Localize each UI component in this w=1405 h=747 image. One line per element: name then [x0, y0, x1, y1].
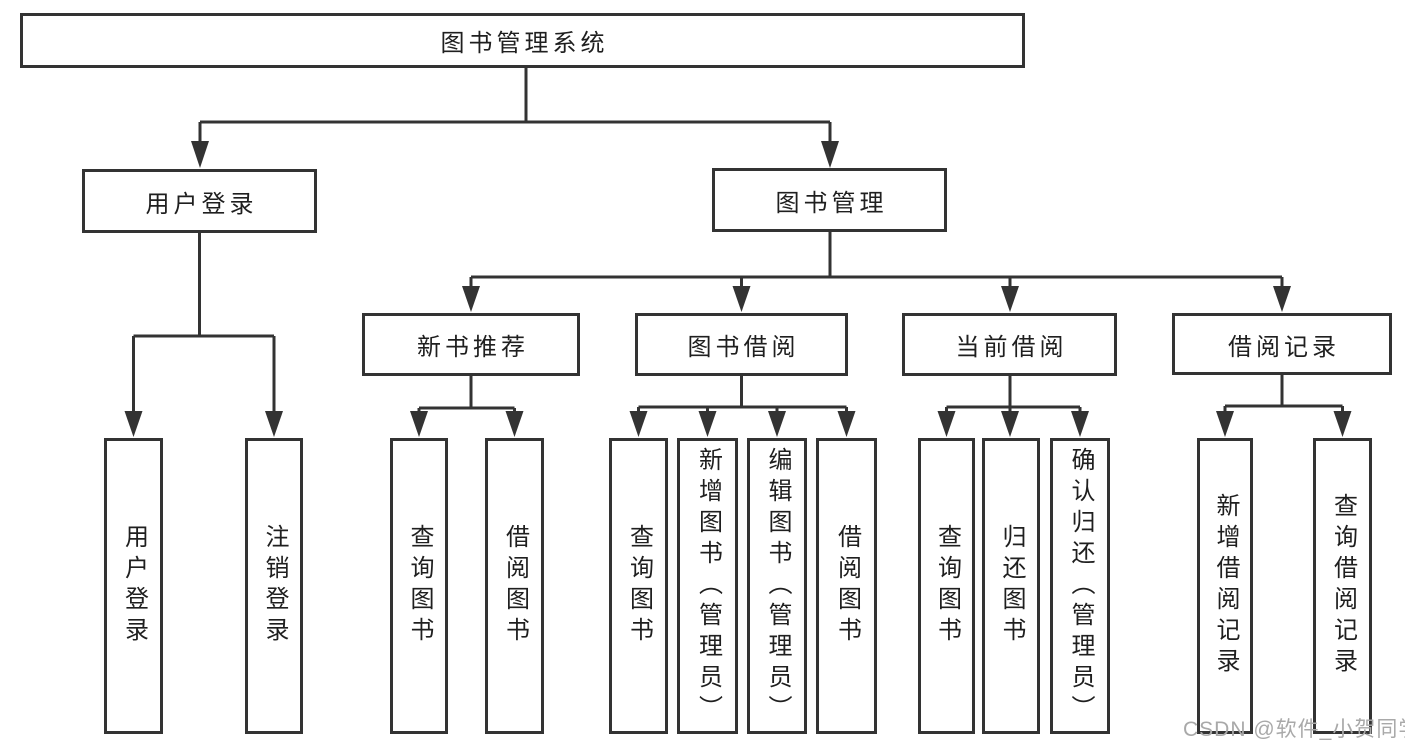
leaf-newbooks-borrow-books-label: 借阅图书 [501, 524, 529, 648]
leaf-borrow-add-books-admin-label: 新增图书（管理员） [694, 446, 722, 726]
leaf-current-confirm-return-admin: 确认归还（管理员） [1050, 438, 1110, 734]
connector-currentborrow-split [945, 376, 1082, 412]
arrow-to-leaf-nb-query [410, 411, 428, 437]
connector-bookmgmt-split [469, 232, 1284, 288]
arrow-to-leaf-cb-confirm [1071, 411, 1089, 437]
arrow-to-bookborrow [732, 286, 751, 312]
leaf-newbooks-query-books-label: 查询图书 [406, 524, 433, 648]
csdn-watermark: CSDN @软件_小贺同学 [1183, 718, 1405, 741]
leaf-logout-label: 注销登录 [261, 524, 288, 648]
leaf-borrow-edit-books-admin-label: 编辑图书（管理员） [764, 446, 791, 726]
leaf-records-query-record-label: 查询借阅记录 [1329, 493, 1357, 679]
arrow-to-leaf-bb-edit [768, 411, 786, 437]
arrow-to-bookmgmt [821, 141, 839, 168]
node-book-borrowing: 图书借阅 [635, 313, 848, 376]
arrow-to-leaf-nb-borrow [505, 411, 524, 437]
connector-userlogin-split [132, 233, 276, 412]
arrow-to-newbooks [462, 286, 480, 312]
connector-borrowrecords-split [1223, 375, 1344, 412]
connector-bookborrow-split [637, 376, 848, 412]
node-borrowing-records: 借阅记录 [1172, 313, 1392, 375]
node-root-system: 图书管理系统 [20, 13, 1025, 68]
leaf-records-add-record: 新增借阅记录 [1197, 438, 1253, 734]
leaf-records-query-record: 查询借阅记录 [1313, 438, 1372, 734]
arrow-to-leaf-cb-query [937, 411, 956, 437]
arrow-to-currentborrow [1001, 286, 1019, 312]
leaf-current-query-books-label: 查询图书 [933, 524, 961, 648]
node-current-borrowing: 当前借阅 [902, 313, 1117, 376]
arrow-to-borrowrecords [1273, 286, 1291, 312]
leaf-borrow-query-books: 查询图书 [609, 438, 668, 734]
node-user-login: 用户登录 [82, 169, 317, 233]
leaf-borrow-add-books-admin: 新增图书（管理员） [677, 438, 738, 734]
leaf-current-query-books: 查询图书 [918, 438, 975, 734]
leaf-logout: 注销登录 [245, 438, 303, 734]
leaf-borrow-borrow-books: 借阅图书 [816, 438, 877, 734]
arrow-to-leaf-bb-query [629, 411, 648, 437]
connector-newbooks-split [417, 376, 516, 412]
arrow-to-leaf-bb-add [698, 411, 717, 437]
leaf-current-return-books: 归还图书 [982, 438, 1040, 734]
arrow-to-leaf-br-query [1333, 411, 1352, 437]
leaf-current-return-books-label: 归还图书 [998, 524, 1025, 648]
arrow-to-leaf-bb-borrow [837, 411, 856, 437]
leaf-borrow-edit-books-admin: 编辑图书（管理员） [747, 438, 807, 734]
leaf-user-login-label: 用户登录 [120, 524, 148, 648]
leaf-newbooks-borrow-books: 借阅图书 [485, 438, 544, 734]
arrow-to-leaf-user-login [124, 411, 143, 437]
connector-root-split [198, 68, 832, 142]
leaf-borrow-borrow-books-label: 借阅图书 [833, 524, 861, 648]
leaf-user-login: 用户登录 [104, 438, 163, 734]
node-new-book-recommend: 新书推荐 [362, 313, 580, 376]
leaf-borrow-query-books-label: 查询图书 [625, 524, 653, 648]
arrowheads [124, 141, 1352, 437]
arrow-to-userlogin [191, 141, 209, 168]
leaf-newbooks-query-books: 查询图书 [390, 438, 448, 734]
leaf-current-confirm-return-admin-label: 确认归还（管理员） [1067, 446, 1094, 726]
leaf-records-add-record-label: 新增借阅记录 [1212, 493, 1239, 679]
arrow-to-leaf-cb-return [1001, 411, 1019, 437]
connector-lines [132, 68, 1344, 412]
arrow-to-leaf-br-add [1216, 411, 1234, 437]
node-book-management: 图书管理 [712, 168, 947, 232]
arrow-to-leaf-logout [265, 411, 283, 437]
